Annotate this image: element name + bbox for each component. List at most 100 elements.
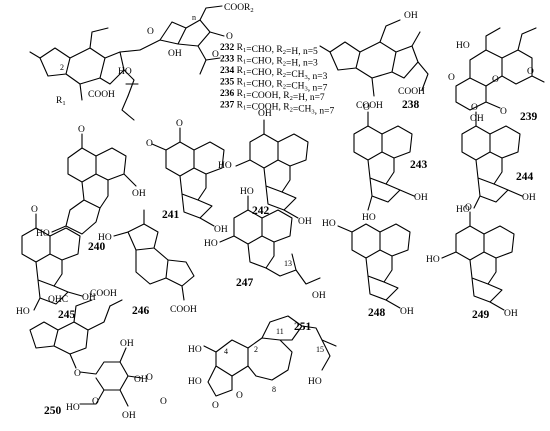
- label-num15-251: 15: [316, 345, 324, 354]
- label-o-249: O: [465, 203, 472, 213]
- label-cooh-238: COOH: [398, 87, 425, 97]
- compound-id-251: 251: [294, 321, 312, 333]
- label-o-250b: O: [146, 373, 153, 383]
- label-oh-250: OH: [120, 339, 134, 349]
- label-n: n: [192, 13, 196, 22]
- label-cooh-250: COOH: [90, 289, 117, 299]
- label-o-250c: O: [92, 397, 99, 407]
- label-num8-251: 8: [272, 385, 276, 394]
- label-num2-251: 2: [254, 345, 258, 354]
- label-ho-248: HO: [322, 219, 336, 229]
- compound-id-243: 243: [410, 159, 428, 171]
- compound-id-238: 238: [402, 99, 420, 111]
- label-oh-249: OH: [504, 309, 518, 319]
- label-ho-251c: HO: [308, 377, 322, 387]
- label-ohc-250: OHC: [48, 295, 68, 305]
- structure-239: HO O O O OH O 239: [448, 27, 545, 124]
- structure-249: O HO OH 249: [426, 203, 518, 321]
- label-cooh-238b: COOH: [356, 101, 383, 111]
- label-ho-249: HO: [426, 255, 440, 265]
- structure-246: HO COOH 246: [98, 209, 197, 317]
- legend-row-233: 233 R1=CHO, R2=H, n=3: [220, 55, 318, 69]
- compound-id-246: 246: [132, 305, 150, 317]
- compound-id-240: 240: [88, 241, 106, 253]
- label-oh-239: OH: [470, 114, 484, 124]
- compound-id-249: 249: [472, 309, 490, 321]
- label-o-239b: O: [492, 75, 499, 85]
- label-ho-240: HO: [36, 229, 50, 239]
- label-o-239d: O: [500, 107, 507, 117]
- label-oh-250b: OH: [134, 375, 148, 385]
- label-o-239c: O: [448, 73, 455, 83]
- label-cooh-246: COOH: [170, 305, 197, 315]
- compound-id-250: 250: [44, 405, 62, 417]
- label-oh-241: OH: [214, 225, 228, 235]
- structure-243: O OH HO 243: [353, 103, 428, 223]
- label-ho-239: HO: [456, 41, 470, 51]
- structure-242: OH HO OH 242: [218, 109, 312, 227]
- label-o-243: O: [363, 103, 370, 113]
- legend-row-232: 232 R1=CHO, R2=H, n=5: [220, 43, 318, 57]
- label-ho-232: HO: [118, 67, 132, 77]
- structure-240: O OH HO 240: [36, 125, 146, 253]
- label-o-232b: O: [212, 50, 219, 60]
- structure-251: HO HO O O 4 2 11 8 15 HO 251: [188, 315, 337, 411]
- label-oh-238: OH: [404, 11, 418, 21]
- structure-244: O OH HO 244: [456, 103, 536, 215]
- label-ho-251: HO: [188, 345, 202, 355]
- compound-id-239: 239: [520, 111, 538, 123]
- legend-row-236: 236 R1=COOH, R2=H, n=7: [220, 89, 325, 103]
- legend-row-234: 234 R1=CHO, R2=CH3, n=3: [220, 66, 328, 82]
- compound-id-244: 244: [516, 171, 534, 183]
- structure-238: OH COOH COOH 238: [319, 11, 429, 111]
- legend-row-237: 237 R1=COOH, R2=CH3, n=7: [220, 101, 335, 117]
- label-o-250: O: [74, 369, 81, 379]
- label-ho-246: HO: [98, 233, 112, 243]
- label-oh-242b: OH: [298, 217, 312, 227]
- label-num13-247: 13: [284, 259, 292, 268]
- label-o-241: O: [176, 119, 183, 129]
- label-oh-243: OH: [414, 193, 428, 203]
- label-o-240: O: [78, 125, 85, 135]
- compound-id-245: 245: [58, 309, 76, 321]
- label-oh-247: OH: [312, 291, 326, 301]
- legend-row-235: 235 R1=CHO, R2=CH3, n=7: [220, 78, 328, 94]
- label-ho-247b: HO: [204, 239, 218, 249]
- label-o-232c: O: [226, 32, 233, 42]
- label-oh-242: OH: [258, 109, 272, 119]
- label-oh-240: OH: [132, 189, 146, 199]
- compound-id-242: 242: [252, 205, 270, 217]
- structure-250: OHC COOH O OH OH O O HO OH O 250: [29, 289, 167, 421]
- label-ho-251b: HO: [188, 377, 202, 387]
- structure-232-237: R1 COOH 2 HO OH O O O n COOR2: [29, 3, 254, 121]
- label-ho-250: HO: [66, 403, 80, 413]
- compound-id-241: 241: [162, 209, 180, 221]
- label-o-251: O: [212, 401, 219, 411]
- label-cooh-232: COOH: [88, 90, 115, 100]
- label-o-245: O: [31, 205, 38, 215]
- label-oh-250c: OH: [122, 411, 136, 421]
- label-o-232: O: [147, 27, 154, 37]
- structure-245: O OH HO 245: [16, 205, 96, 321]
- label-ho-244: HO: [456, 205, 470, 215]
- label-r1: R1: [56, 96, 66, 107]
- label-oh-248: OH: [400, 307, 414, 317]
- label-ho-242: HO: [218, 161, 232, 171]
- compound-id-248: 248: [368, 307, 386, 319]
- label-o-239: O: [527, 67, 534, 77]
- label-ho-243: HO: [362, 213, 376, 223]
- structure-241: O O OH 241: [146, 119, 228, 235]
- label-o-244: O: [471, 103, 478, 113]
- label-oh-232: OH: [168, 49, 182, 59]
- label-num4-251: 4: [224, 347, 228, 356]
- label-o-251b: O: [236, 391, 243, 401]
- label-ho-245: HO: [16, 307, 30, 317]
- structure-248: HO OH 248: [322, 219, 414, 319]
- label-o-241b: O: [146, 139, 153, 149]
- label-num11-251: 11: [276, 327, 284, 336]
- label-o-250d: O: [160, 397, 167, 407]
- label-oh-245: OH: [82, 293, 96, 303]
- label-ho-247: HO: [240, 187, 254, 197]
